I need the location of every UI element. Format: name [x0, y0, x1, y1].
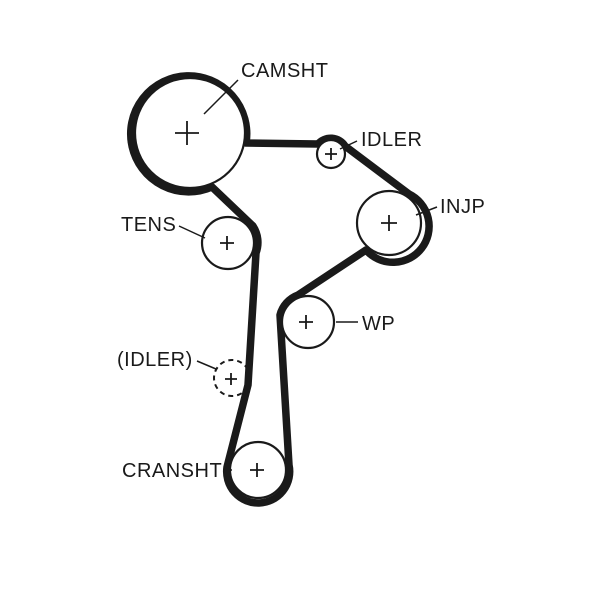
optional-idler-center-mark [225, 373, 237, 385]
tensioner-center-mark [220, 236, 234, 250]
water-pump-label: WP [362, 313, 395, 335]
belt-path [127, 72, 433, 507]
crankshaft-center-mark [250, 463, 264, 477]
injection-pump-label: INJP [440, 196, 485, 218]
idler-label: IDLER [361, 129, 422, 151]
injection-pump-center-mark [381, 215, 397, 231]
camshaft-label: CAMSHT [241, 60, 328, 82]
idler-leader-line [339, 140, 358, 150]
tensioner-leader-line [178, 225, 206, 239]
water-pump-center-mark [299, 315, 313, 329]
optional-idler-label: (IDLER) [117, 349, 193, 371]
idler-center-mark [325, 148, 337, 160]
tensioner-label: TENS [121, 214, 176, 236]
optional-idler-leader-line [196, 360, 217, 370]
injection-pump-leader-line [415, 206, 438, 216]
camshaft-leader-line [203, 79, 239, 115]
camshaft-center-mark [175, 121, 199, 145]
crankshaft-label: CRANSHT [122, 460, 222, 482]
